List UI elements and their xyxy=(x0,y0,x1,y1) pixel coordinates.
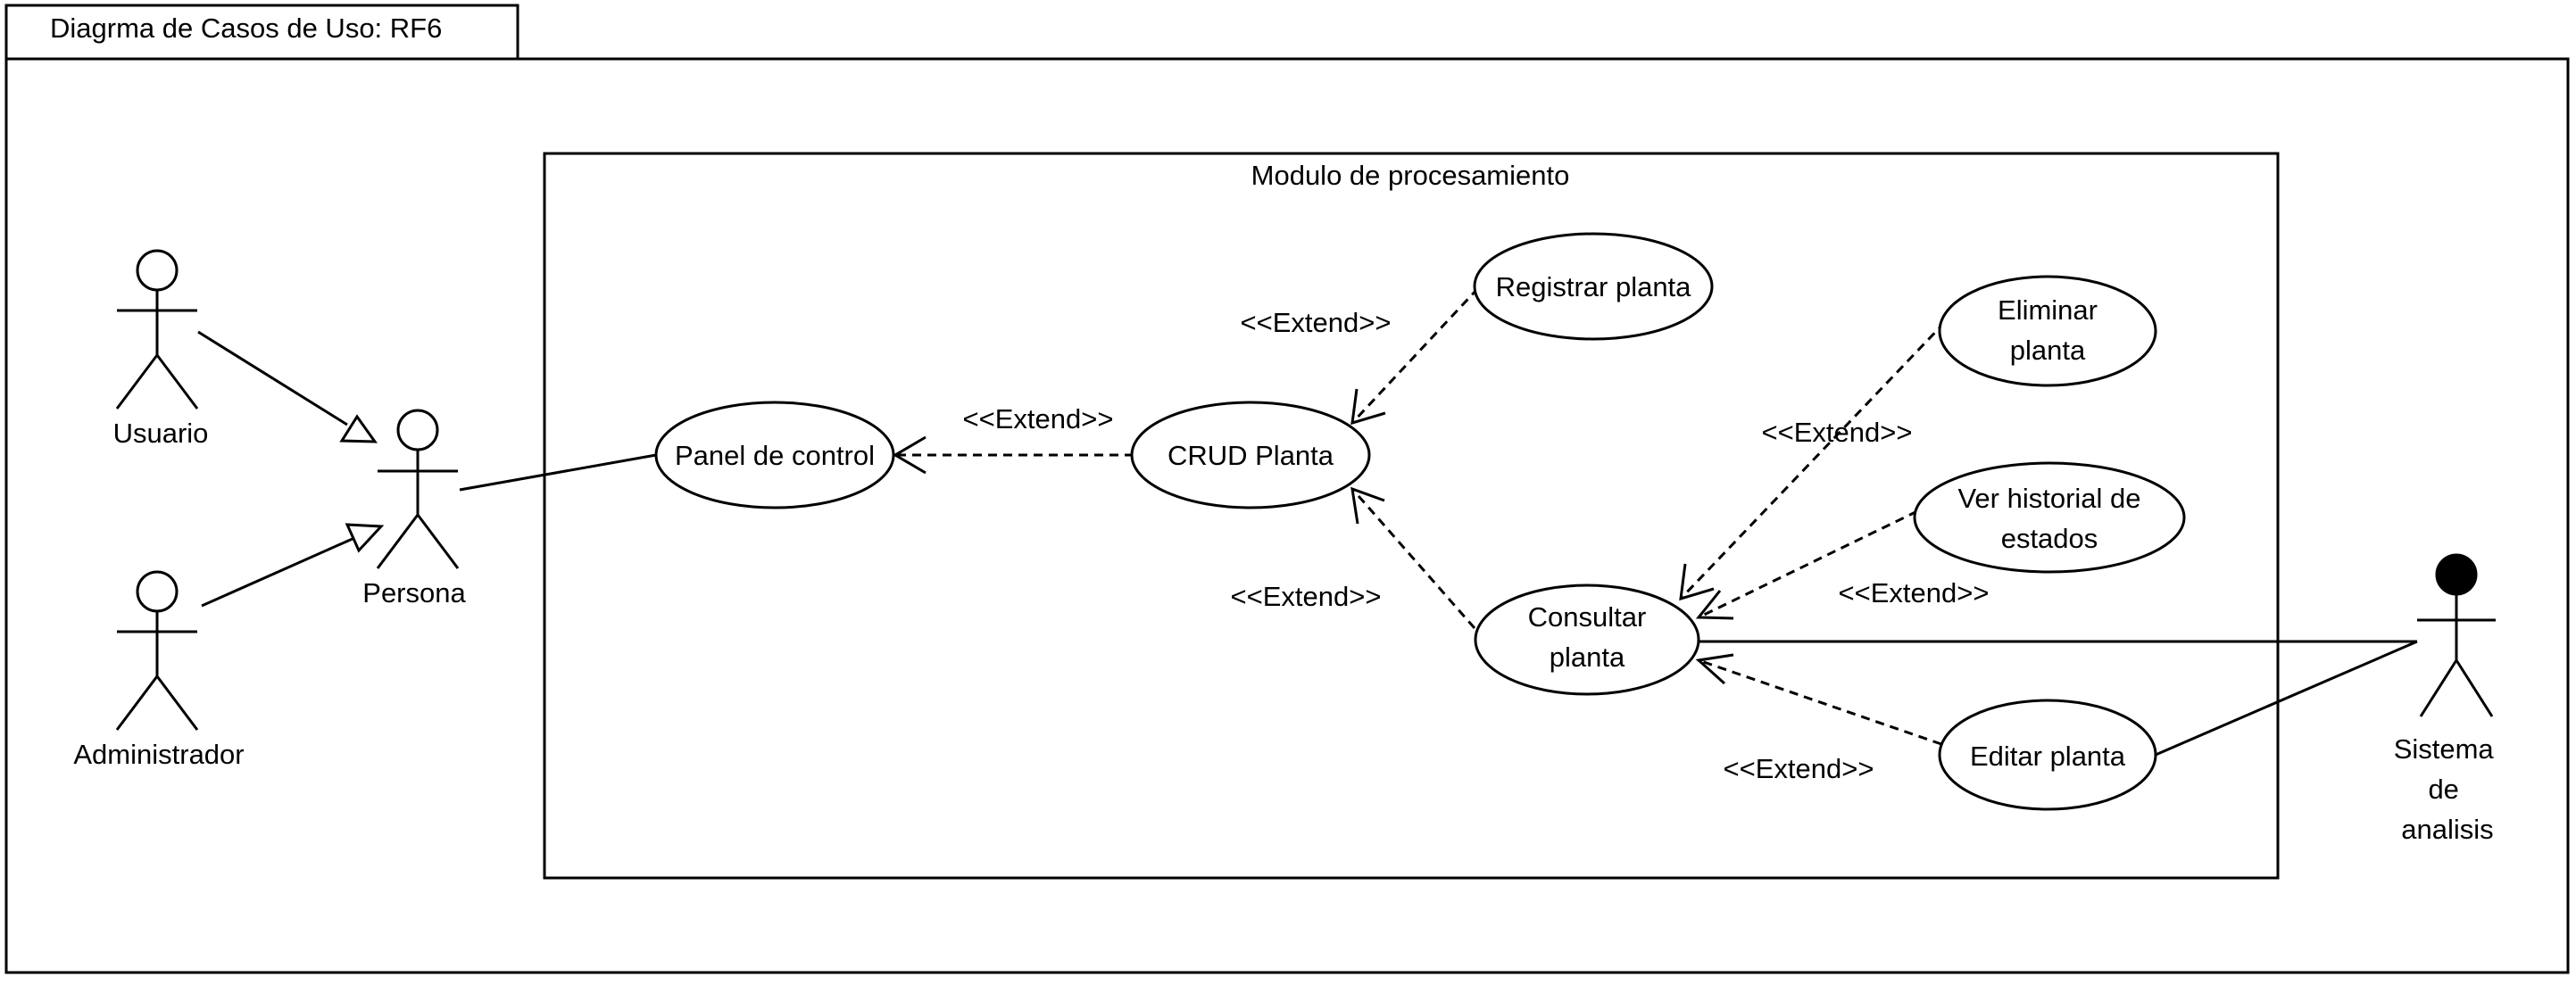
generalization-arrowhead xyxy=(345,523,385,553)
stick-figure-icon xyxy=(115,249,199,410)
use-case-label: Registrar planta xyxy=(1496,271,1692,302)
arrowhead xyxy=(1695,590,1734,620)
actor-label: Usuario xyxy=(113,418,209,449)
use-case-crud-planta: CRUD Planta xyxy=(1130,401,1371,509)
extend-line-eliminar-consultar xyxy=(1679,320,1947,600)
extend-label: <<Extend>> xyxy=(1724,753,1874,784)
arrowhead xyxy=(1679,563,1715,601)
actor-label: Administrador xyxy=(73,739,244,770)
system-title: Modulo de procesamiento xyxy=(1251,160,1570,191)
extend-line-registrar-crud xyxy=(1350,286,1480,425)
association-editar-sistema xyxy=(2155,640,2418,757)
actor-persona: Persona xyxy=(362,409,466,608)
generalization-administrador-persona xyxy=(201,536,355,608)
extend-line-historial-consultar xyxy=(1698,509,1918,619)
extend-label: <<Extend>> xyxy=(1762,417,1913,448)
stick-figure-icon xyxy=(115,570,199,731)
use-case-panel-de-control: Panel de control xyxy=(654,401,895,509)
arrowhead xyxy=(1350,388,1386,426)
frame-title: Diagrma de Casos de Uso: RF6 xyxy=(50,12,442,44)
extend-line-consultar-crud xyxy=(1350,488,1476,629)
use-case-editar-planta: Editar planta xyxy=(1938,699,2157,811)
use-case-label: CRUD Planta xyxy=(1168,440,1334,471)
extend-label: <<Extend>> xyxy=(1241,307,1392,338)
use-case-label: Panel de control xyxy=(675,440,875,471)
stick-figure-icon xyxy=(2417,553,2496,717)
actor-label: Sistema de analisis xyxy=(2394,733,2502,845)
extend-label: <<Extend>> xyxy=(963,403,1114,435)
diagram-frame: Diagrma de Casos de Uso: RF6 xyxy=(4,4,2570,974)
associations xyxy=(197,330,2418,757)
extend-relations xyxy=(893,286,1947,746)
system-boundary: Modulo de procesamiento xyxy=(543,152,2280,880)
extend-label: <<Extend>> xyxy=(1231,581,1382,612)
actor-usuario: Usuario xyxy=(113,249,209,449)
generalization-usuario-persona xyxy=(197,330,348,426)
arrowhead xyxy=(1695,653,1734,685)
actor-sistema-de-analisis: Sistema de analisis xyxy=(2394,553,2502,845)
extend-labels: <<Extend>> <<Extend>> <<Extend>> <<Exten… xyxy=(963,307,1990,784)
extend-label: <<Extend>> xyxy=(1839,577,1990,608)
actor-administrador: Administrador xyxy=(73,570,245,770)
extend-line-editar-consultar xyxy=(1698,658,1942,746)
generalization-arrowhead xyxy=(339,414,378,443)
association-persona-panel xyxy=(459,453,657,492)
use-case-registrar-planta: Registrar planta xyxy=(1473,232,1714,341)
actor-label: Persona xyxy=(362,577,466,608)
stick-figure-icon xyxy=(376,409,460,569)
use-case-label: Editar planta xyxy=(1970,741,2126,772)
arrowhead xyxy=(1350,486,1385,525)
arrowhead xyxy=(893,435,927,475)
